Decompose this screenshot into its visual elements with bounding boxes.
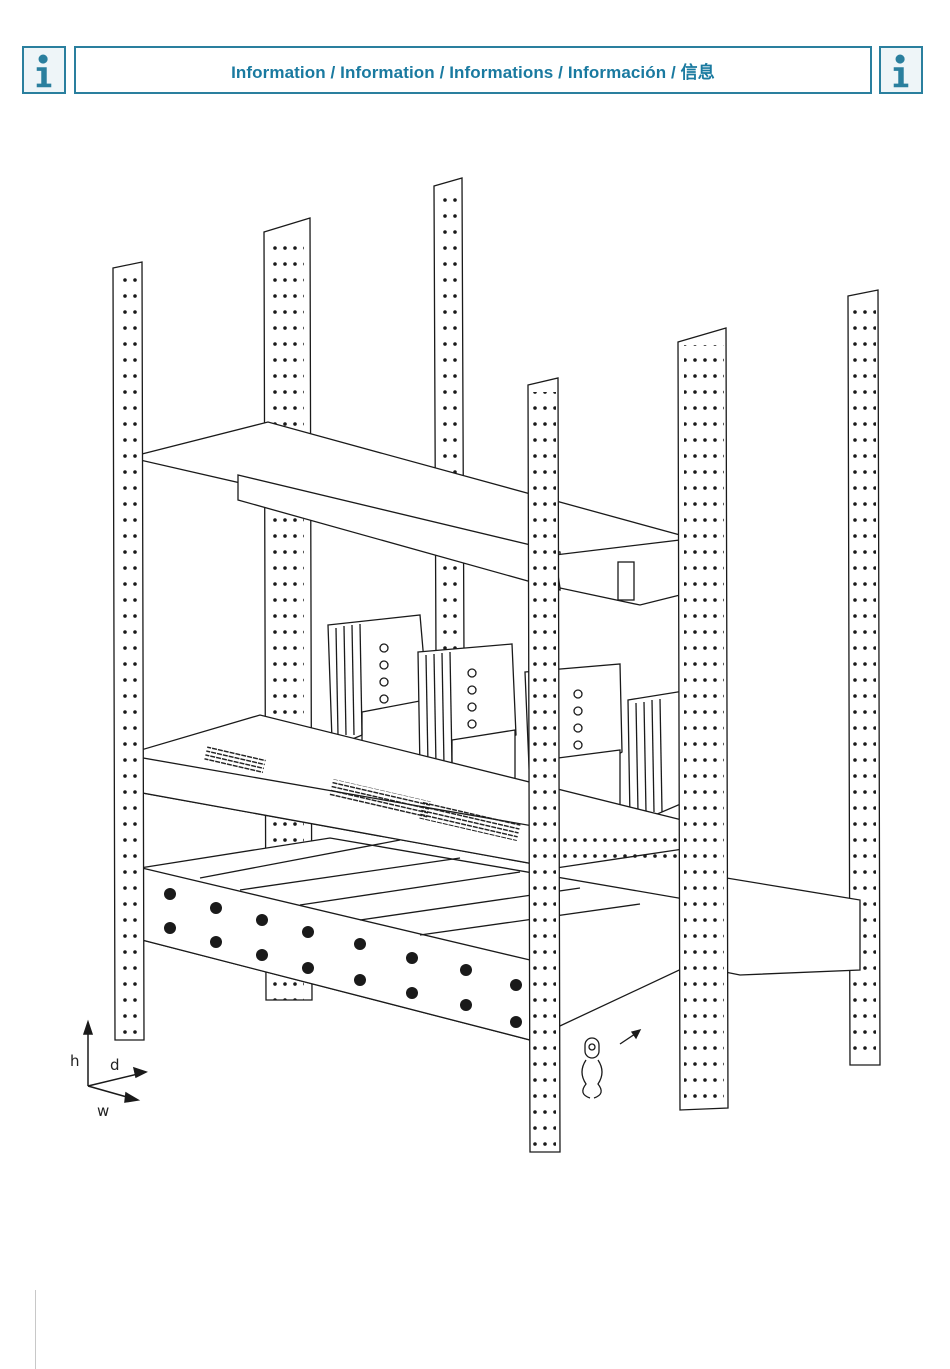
upright-front-center <box>528 378 560 1152</box>
upright-rear-center <box>434 178 464 660</box>
margin-rule <box>35 1290 36 1369</box>
arrow-icon <box>620 1030 640 1044</box>
cable-lug-icon <box>582 1038 602 1098</box>
upper-crossbeam <box>138 422 680 605</box>
axis-label-w: w <box>97 1102 109 1120</box>
lower-busbar-bank <box>140 838 860 1040</box>
upright-front-left <box>113 262 144 1040</box>
axis-label-h: h <box>70 1052 80 1070</box>
upright-front-right <box>678 328 728 1110</box>
axis-label-d: d <box>110 1056 120 1074</box>
